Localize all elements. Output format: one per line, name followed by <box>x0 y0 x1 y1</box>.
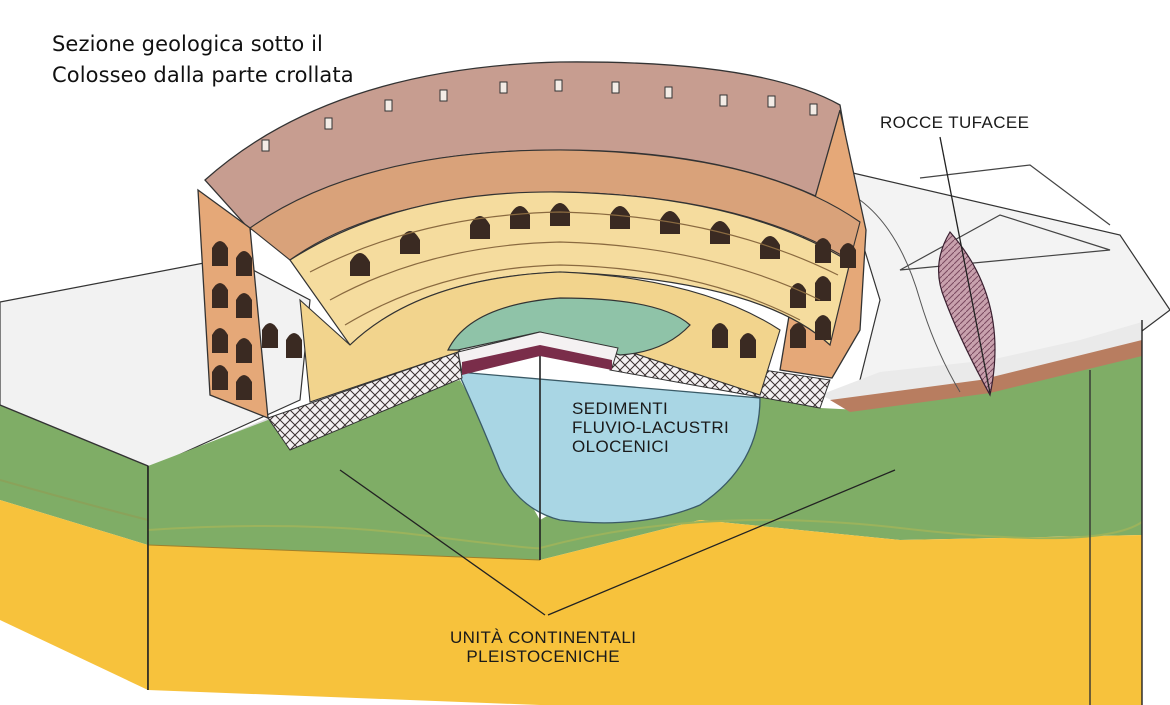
diagram-title-line-2: Colosseo dalla parte crollata <box>52 63 354 87</box>
diagram-title-line-1: Sezione geologica sotto il <box>52 32 323 56</box>
label-tuff-rocks: ROCCE TUFACEE <box>880 113 1030 132</box>
label-units-line-2: PLEISTOCENICHE <box>466 647 620 666</box>
geology-left-face <box>0 404 149 690</box>
label-pleistocene-units: UNITÀ CONTINENTALI PLEISTOCENICHE <box>450 628 636 666</box>
label-sediments-line-2: FLUVIO-LACUSTRI <box>572 418 730 437</box>
tuff-rocks <box>859 199 996 397</box>
label-sediments-line-1: SEDIMENTI <box>572 399 669 418</box>
label-holocene-sediments: SEDIMENTI FLUVIO-LACUSTRI OLOCENICI <box>572 399 729 456</box>
leader-lines <box>339 136 991 616</box>
holocene-sediments <box>456 371 761 524</box>
colosseum <box>197 61 867 419</box>
geology-front-left-face <box>147 380 541 705</box>
block-edges <box>147 320 1143 705</box>
label-units-line-1: UNITÀ CONTINENTALI <box>450 628 637 647</box>
label-sediments-line-3: OLOCENICI <box>572 437 670 456</box>
